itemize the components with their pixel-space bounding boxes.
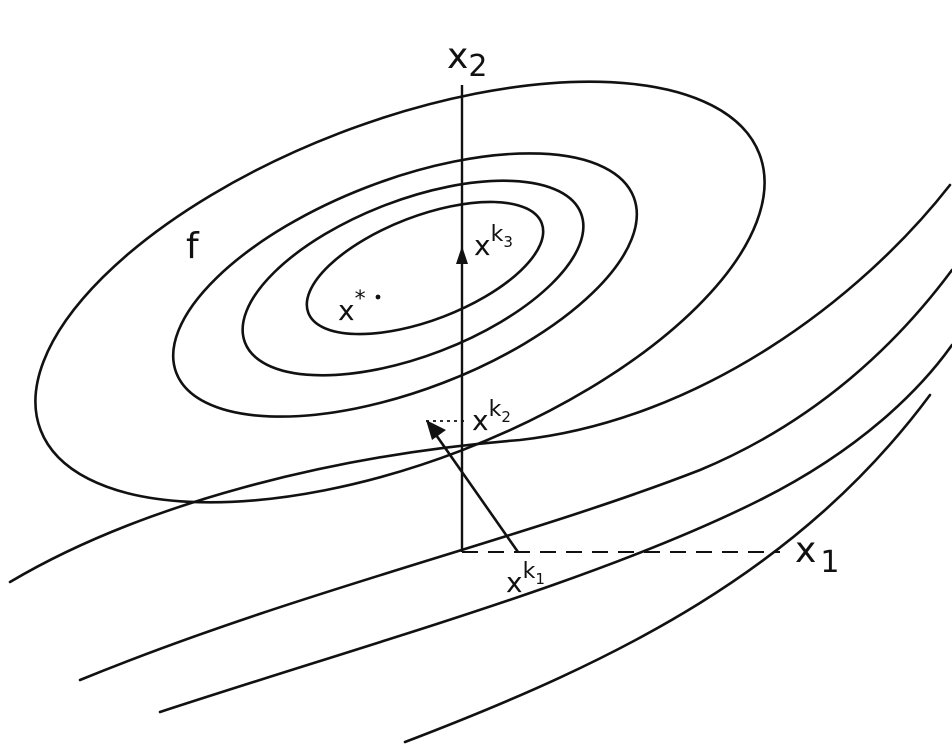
level-curve-1 [305,200,545,336]
f-label: f [186,226,200,267]
level-curve-5 [8,183,952,584]
x-k3-label: xk3 [474,222,513,262]
level-curve-2 [241,179,585,377]
x-star-label: x* [338,287,366,327]
x2-label: x2 [447,36,487,84]
level-curve-3 [171,152,639,418]
minimizer-dot [375,294,381,300]
level-curve-8 [403,393,932,744]
level-curve-4 [34,80,766,504]
level-curve-7 [158,343,952,714]
step-arrow-k1-k2 [432,431,520,553]
x-k1-label: xk1 [506,559,545,599]
arrow-head-k3 [456,246,468,264]
level-curve-6 [78,268,952,682]
x-k2-label: xk2 [472,397,511,437]
arrow-head-k2 [426,420,446,440]
